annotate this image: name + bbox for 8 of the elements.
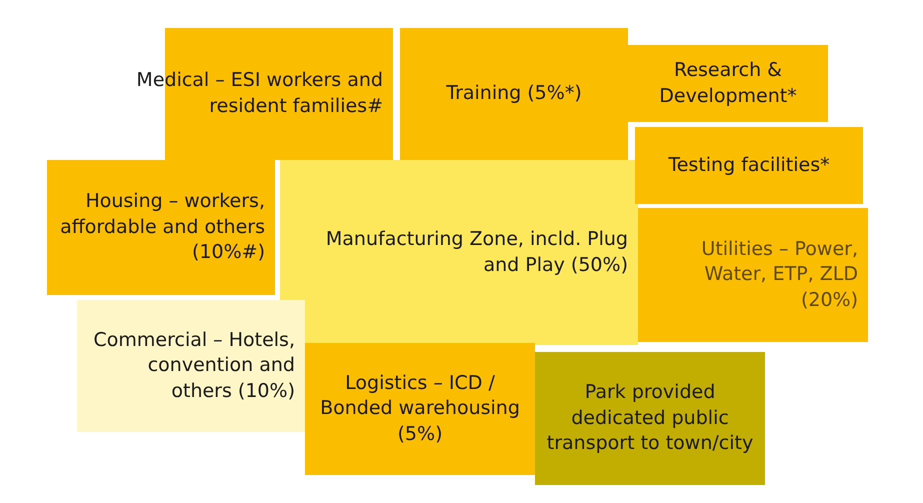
zone-block: Training (5%*) [400,28,628,160]
zone-block: Park provided dedicated public transport to town/city [535,352,765,485]
zone-block: Utilities – Power, Water, ETP, ZLD (20%) [638,208,868,342]
zone-block: Logistics – ICD / Bonded warehousing (5%) [305,343,535,475]
zone-block: Housing – workers, affordable and others (10%#) [47,160,275,295]
zone-block: Commercial – Hotels, convention and others (10%) [77,300,305,432]
zone-block: Research & Development* [628,45,828,122]
zone-block: Testing facilities* [635,127,863,204]
